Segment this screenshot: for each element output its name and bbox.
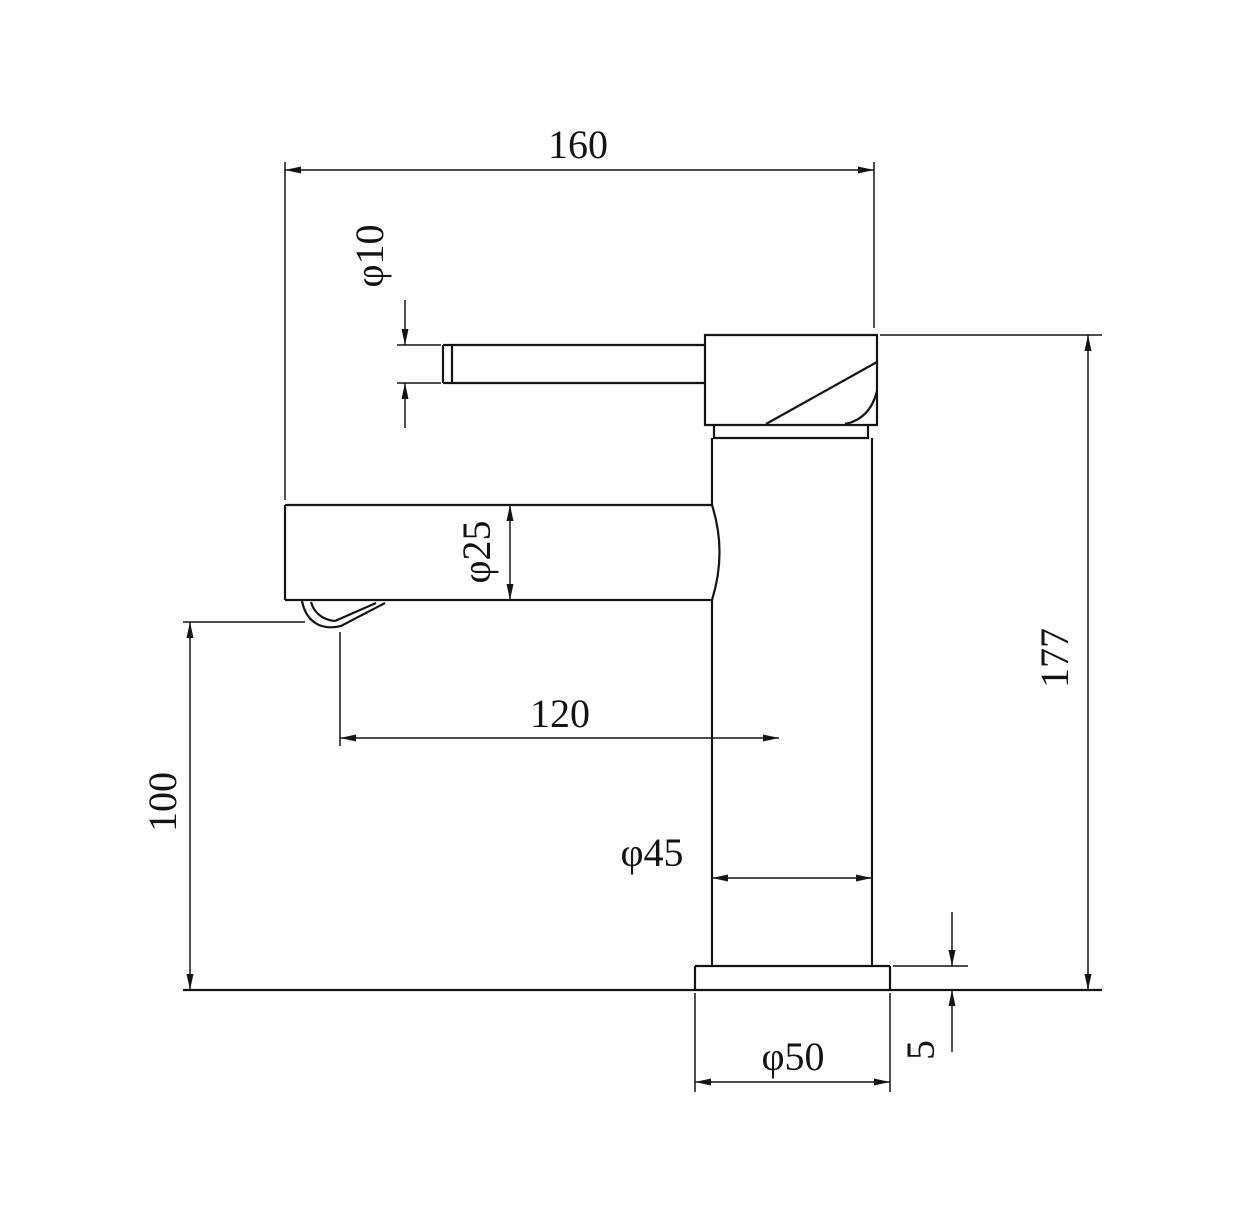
arrow-down (506, 584, 514, 600)
base-plate (693, 964, 892, 990)
arrow-down (948, 950, 956, 966)
aerator-inner-arc (309, 601, 336, 623)
arrow-down (186, 974, 194, 990)
arrow-up (186, 622, 194, 638)
dim-base-diameter-label: φ50 (761, 1034, 824, 1079)
handle-block (703, 333, 879, 427)
dim-spout-reach-label: 120 (530, 691, 590, 736)
arrow-down (401, 329, 409, 345)
faucet-body (710, 438, 874, 966)
dim-outlet-height-label: 100 (140, 772, 185, 832)
lever-arc (844, 390, 879, 426)
dim-top-width-label: 160 (548, 122, 608, 167)
dim-spout-tube-diameter-label: φ10 (347, 224, 392, 287)
spout (283, 503, 712, 602)
dim-body-diameter: φ45 (620, 830, 872, 882)
cartridge-collar (712, 425, 870, 440)
arrow-right (763, 734, 779, 742)
dim-spout-tube-diameter: φ10 (347, 224, 441, 428)
spout-body-junction-arc (710, 504, 721, 601)
faucet-outline (183, 333, 1102, 992)
arrow-up (948, 990, 956, 1006)
arrow-down (1084, 974, 1092, 990)
arrow-left (695, 1078, 711, 1086)
arrow-up (1084, 335, 1092, 351)
arrow-left (340, 734, 356, 742)
arrow-up (506, 505, 514, 521)
aerator-outlet (300, 600, 386, 629)
dim-base-plate-height: 5 (893, 912, 968, 1060)
dim-base-diameter: φ50 (694, 993, 891, 1092)
lever-diagonal-line (765, 361, 878, 425)
dim-spout-reach: 120 (339, 632, 779, 746)
aerator-cut-edge (334, 601, 377, 623)
arrow-right (874, 1078, 890, 1086)
arrow-up (401, 383, 409, 399)
dim-spout-body-diameter: φ25 (454, 505, 514, 600)
dim-top-width: 160 (284, 122, 875, 500)
arrow-right (858, 166, 874, 174)
dim-spout-body-diameter-label: φ25 (454, 520, 499, 583)
dim-total-height: 177 (880, 334, 1102, 990)
arrow-left (712, 874, 728, 882)
handle-rod (441, 343, 705, 385)
arrow-right (856, 874, 872, 882)
dim-body-diameter-label: φ45 (620, 830, 683, 875)
dim-base-plate-height-label: 5 (898, 1040, 943, 1060)
arrow-left (285, 166, 301, 174)
dim-total-height-label: 177 (1032, 628, 1077, 688)
dim-outlet-height: 100 (140, 621, 305, 990)
